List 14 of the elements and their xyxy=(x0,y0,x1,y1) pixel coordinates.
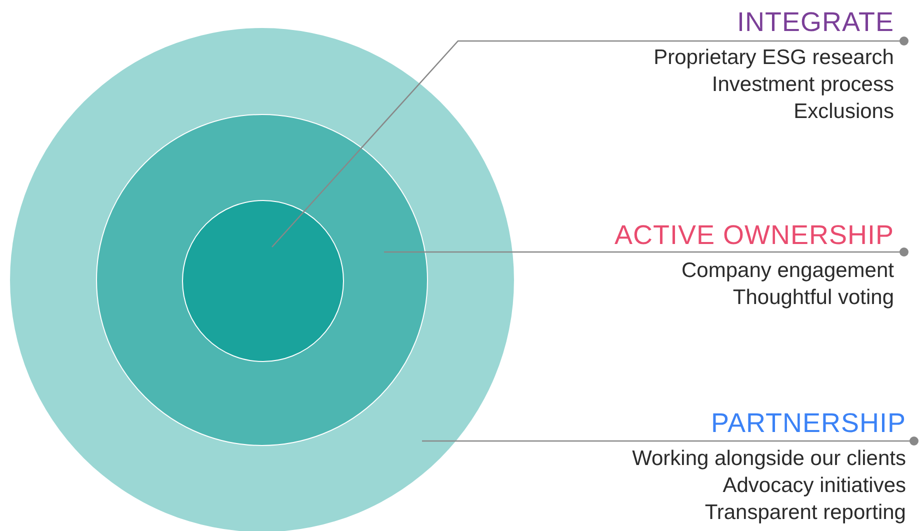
leader-line xyxy=(422,436,918,446)
heading: PARTNERSHIP xyxy=(710,407,906,439)
heading: ACTIVE OWNERSHIP xyxy=(614,219,894,251)
item-text: Advocacy initiatives xyxy=(722,474,906,497)
item-text: Working alongside our clients xyxy=(632,447,906,470)
item-text: Proprietary ESG research xyxy=(654,46,894,69)
leader-line xyxy=(272,36,908,248)
item-text: Transparent reporting xyxy=(704,501,906,524)
item-text: Exclusions xyxy=(794,100,894,123)
item-text: Thoughtful voting xyxy=(732,286,894,309)
item-text: Company engagement xyxy=(682,259,894,282)
heading: INTEGRATE xyxy=(736,6,894,38)
item-text: Investment process xyxy=(712,73,894,96)
leader-line xyxy=(384,248,908,256)
